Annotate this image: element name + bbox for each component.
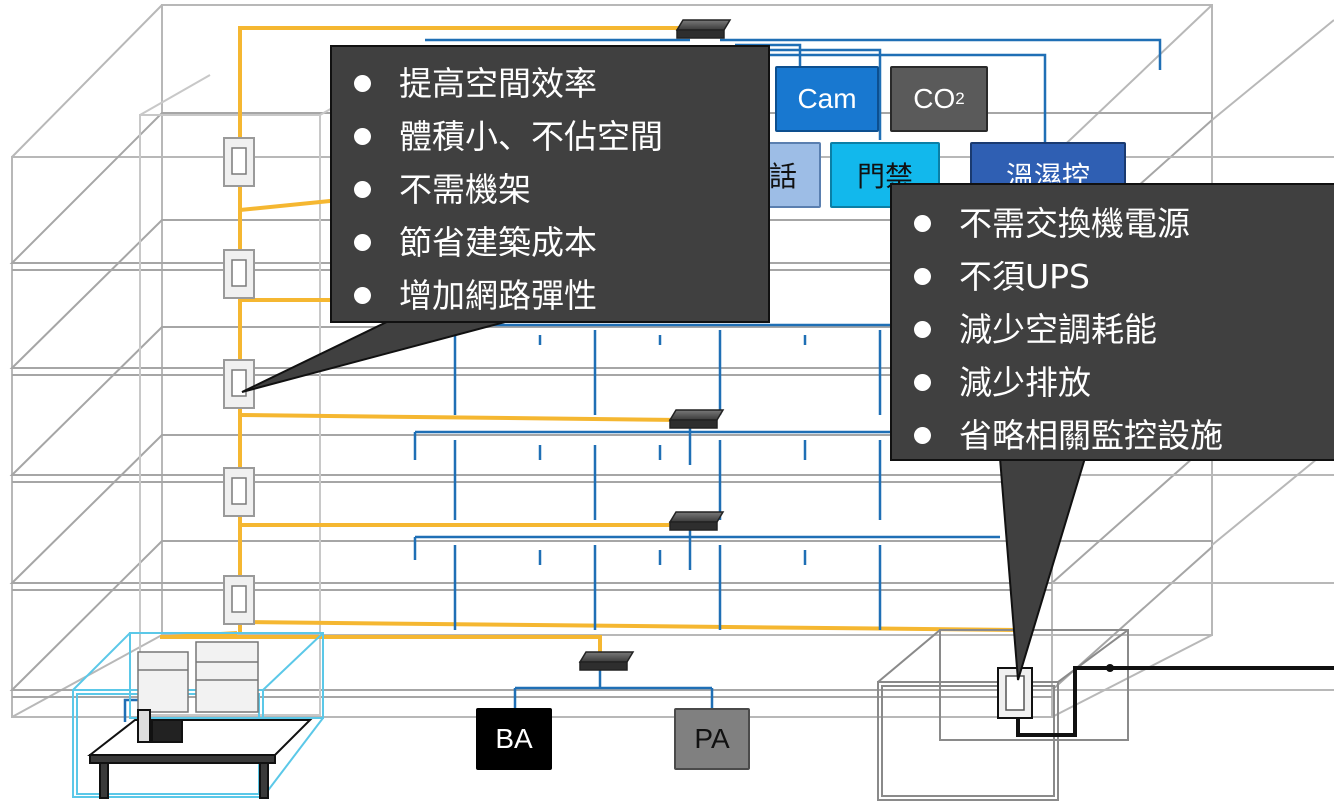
server-racks bbox=[137, 641, 259, 713]
callout-right-item: 不須UPS bbox=[914, 250, 1223, 303]
bullet-icon bbox=[354, 234, 371, 251]
bullet-icon bbox=[354, 128, 371, 145]
bullet-icon bbox=[914, 215, 931, 232]
cam-device: Cam bbox=[775, 66, 879, 132]
switch-top bbox=[675, 19, 732, 31]
operator-desk bbox=[87, 709, 313, 799]
callout-left-item: 節省建築成本 bbox=[354, 216, 663, 269]
callout-left-item: 增加網路彈性 bbox=[354, 269, 663, 322]
callout-left-pointer bbox=[241, 317, 521, 393]
bullet-icon bbox=[354, 287, 371, 304]
floor-cabinets bbox=[223, 137, 255, 625]
copper-network bbox=[123, 38, 1162, 722]
switch-floor-1 bbox=[668, 511, 725, 523]
callout-left-item: 體積小、不佔空間 bbox=[354, 110, 663, 163]
callout-right-item: 不需交換機電源 bbox=[914, 197, 1223, 250]
bullet-icon bbox=[914, 321, 931, 338]
callout-right-item: 減少排放 bbox=[914, 356, 1223, 409]
callout-right-list: 不需交換機電源 不須UPS 減少空調耗能 減少排放 省略相關監控設施 bbox=[914, 197, 1223, 462]
bullet-icon bbox=[914, 427, 931, 444]
callout-right-item: 省略相關監控設施 bbox=[914, 409, 1223, 462]
outdoor-enclosure bbox=[877, 629, 1129, 801]
bullet-icon bbox=[914, 268, 931, 285]
bullet-icon bbox=[354, 181, 371, 198]
callout-right-item: 減少空調耗能 bbox=[914, 303, 1223, 356]
ba-device: BA bbox=[476, 708, 552, 770]
callout-left-item: 提高空間效率 bbox=[354, 57, 663, 110]
callout-right-pointer bbox=[998, 457, 1087, 681]
callout-right: 不需交換機電源 不須UPS 減少空調耗能 減少排放 省略相關監控設施 bbox=[890, 183, 1334, 461]
phone-device: 話 bbox=[765, 142, 821, 208]
switch-floor-2 bbox=[668, 409, 725, 421]
bullet-icon bbox=[354, 75, 371, 92]
switch-ground bbox=[578, 651, 635, 663]
callout-left-list: 提高空間效率 體積小、不佔空間 不需機架 節省建築成本 增加網路彈性 bbox=[354, 57, 663, 322]
network-switches bbox=[578, 19, 732, 671]
co2-label: CO bbox=[913, 83, 956, 114]
pa-device: PA bbox=[674, 708, 750, 770]
bullet-icon bbox=[914, 374, 931, 391]
callout-left-item: 不需機架 bbox=[354, 163, 663, 216]
co2-subscript: 2 bbox=[955, 89, 965, 108]
callout-left: 提高空間效率 體積小、不佔空間 不需機架 節省建築成本 增加網路彈性 bbox=[330, 45, 770, 323]
outdoor-cabinet bbox=[997, 664, 1334, 737]
